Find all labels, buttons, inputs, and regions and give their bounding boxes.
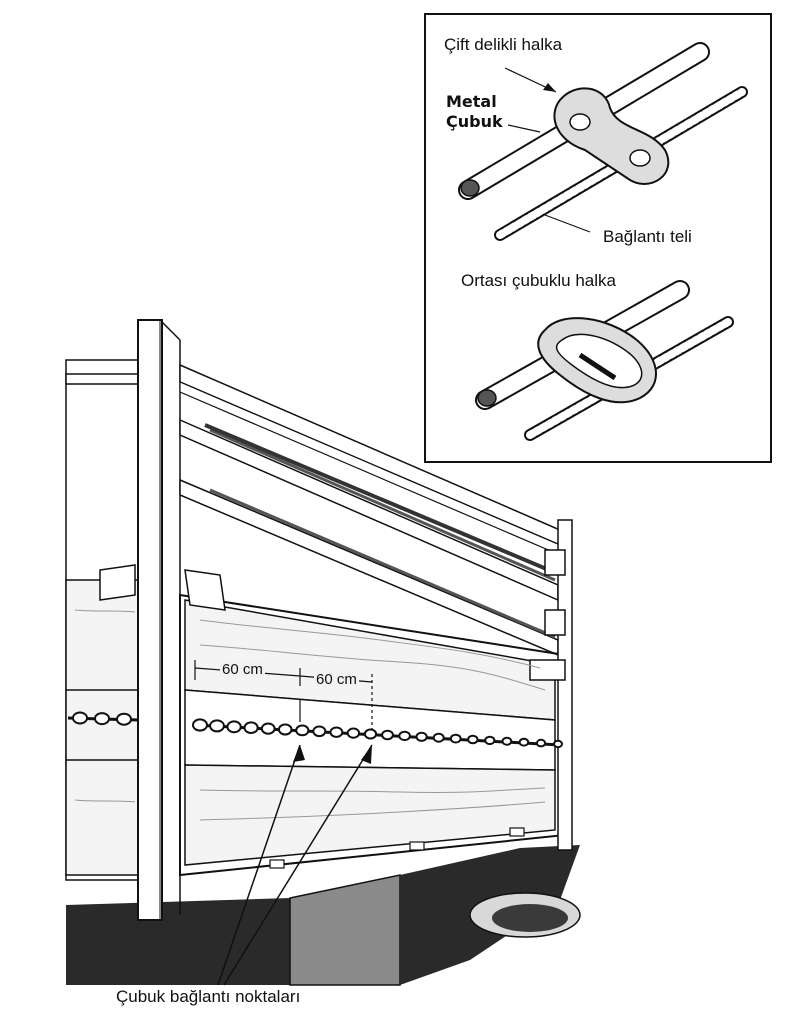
undercarriage-shadow [66,845,581,986]
rod-ring [260,722,276,735]
rod-ring [535,738,547,748]
rod-chain [67,711,563,749]
rod-ring [72,711,88,725]
rod-ring [518,737,530,747]
rod-ring [243,721,259,735]
dimension-label-2: 60 cm [314,671,359,688]
metal-rod-label-line1: Metal [446,92,497,111]
rod-ring [501,736,513,746]
rod-ring [94,712,110,726]
rod-ring [192,718,208,732]
rod-ring [209,719,225,733]
rod-ring [226,720,242,734]
rod-ring [116,712,132,726]
rod-connection-points-label: Çubuk bağlantı noktaları [116,987,301,1006]
rod-ring [484,735,496,746]
rod-ring [449,733,462,744]
rod-ring [277,723,293,736]
inset-detail-box [424,13,772,463]
connection-point-leaders [217,744,373,986]
rod-ring [381,729,394,741]
rod-ring [363,728,378,740]
double-hole-ring-detail [458,42,748,241]
rod-ring [553,739,563,749]
metal-rod-label-line2: Çubuk [446,112,503,131]
center-bar-ring-label: Ortası çubuklu halka [461,271,616,290]
metal-rod-label: Metal Çubuk [446,92,526,132]
dimension-label-1: 60 cm [220,661,265,678]
double-hole-ring-label: Çift delikli halka [444,35,563,54]
center-bar-ring-detail [475,280,734,441]
rod-ring [398,730,411,742]
rod-ring [346,727,361,739]
rod-ring [467,734,479,745]
inset-leaders [504,67,591,233]
rod-ring [432,732,445,743]
rod-ring [415,731,428,742]
rod-ring [329,726,344,738]
tie-wire-label: Bağlantı teli [603,227,692,246]
rod-ring [312,725,327,738]
rod-ring [295,724,310,737]
corner-post [137,319,181,921]
